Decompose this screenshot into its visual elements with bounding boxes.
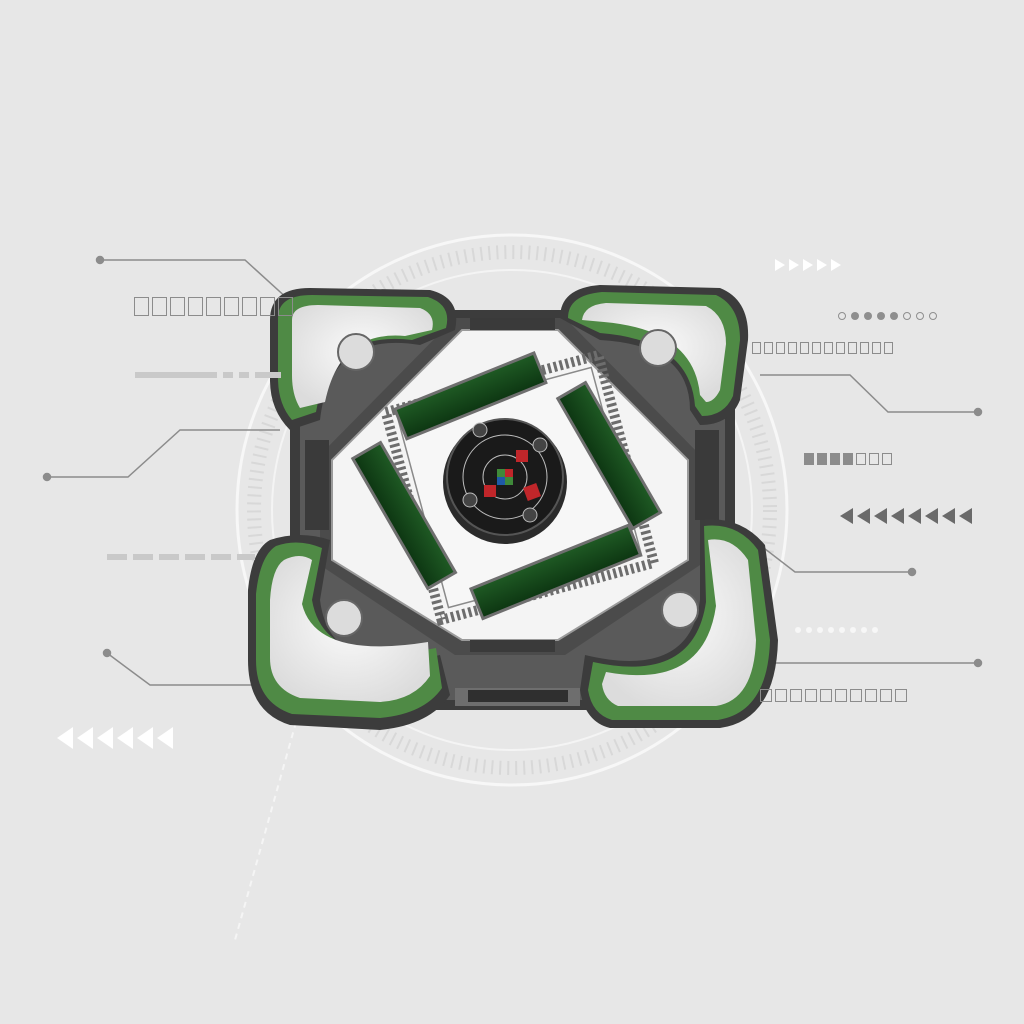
glyph-box bbox=[760, 689, 772, 702]
glyph-box bbox=[872, 342, 881, 354]
corner-pad-se bbox=[580, 519, 778, 728]
chevron-right-icon bbox=[803, 259, 813, 271]
light-beam bbox=[234, 689, 306, 941]
tile-rack-east bbox=[555, 380, 663, 531]
dot bbox=[877, 312, 885, 320]
glyph-box bbox=[790, 689, 802, 702]
dot bbox=[861, 627, 867, 633]
dot-row-top-right bbox=[838, 312, 937, 320]
glyph-box bbox=[776, 342, 785, 354]
glyph-box bbox=[835, 689, 847, 702]
chevron-left-icon bbox=[157, 727, 173, 749]
dot bbox=[851, 312, 859, 320]
background-dial bbox=[235, 233, 789, 787]
glyph-box bbox=[775, 689, 787, 702]
chevron-left-icon bbox=[925, 508, 938, 524]
corner-pad-nw bbox=[270, 288, 457, 430]
callout-lines bbox=[42, 255, 983, 686]
chevron-left-icon bbox=[117, 727, 133, 749]
chevron-left-icon bbox=[908, 508, 921, 524]
glyph-box bbox=[869, 453, 879, 465]
glyph-box bbox=[895, 689, 907, 702]
chevron-left-icon bbox=[97, 727, 113, 749]
glyph-box bbox=[843, 453, 853, 465]
dot bbox=[828, 627, 834, 633]
chevron-right-icon bbox=[789, 259, 799, 271]
dot bbox=[806, 627, 812, 633]
glyph-box bbox=[850, 689, 862, 702]
chevron-left-icon bbox=[874, 508, 887, 524]
tile-rack-north bbox=[392, 351, 548, 441]
dot bbox=[839, 627, 845, 633]
dot-row-mid-right bbox=[795, 627, 878, 633]
chevron-left-icon bbox=[77, 727, 93, 749]
chevron-left-icon bbox=[840, 508, 853, 524]
glyph-box bbox=[848, 342, 857, 354]
arrow-row-top-right bbox=[775, 259, 841, 271]
corner-pad-sw bbox=[248, 535, 450, 730]
glyph-box bbox=[242, 297, 257, 316]
glyph-box bbox=[188, 297, 203, 316]
glyph-box bbox=[206, 297, 221, 316]
glyph-row-left bbox=[134, 297, 293, 316]
dash-bar-left-2 bbox=[107, 554, 255, 560]
glyph-box bbox=[752, 342, 761, 354]
glyph-box bbox=[812, 342, 821, 354]
dot bbox=[817, 627, 823, 633]
tile-rack-south bbox=[468, 523, 643, 621]
glyph-box bbox=[880, 689, 892, 702]
dot bbox=[795, 627, 801, 633]
glyph-row-right-2 bbox=[804, 453, 892, 465]
dot bbox=[916, 312, 924, 320]
glyph-box bbox=[865, 689, 877, 702]
glyph-box bbox=[830, 453, 840, 465]
glyph-box bbox=[804, 453, 814, 465]
dash-bar-left-1 bbox=[135, 372, 281, 378]
chevron-left-icon bbox=[137, 727, 153, 749]
arrow-row-bottom-left bbox=[57, 727, 173, 749]
glyph-box bbox=[764, 342, 773, 354]
chevron-left-icon bbox=[959, 508, 972, 524]
glyph-box bbox=[836, 342, 845, 354]
chevron-left-icon bbox=[891, 508, 904, 524]
glyph-box bbox=[820, 689, 832, 702]
glyph-box bbox=[856, 453, 866, 465]
glyph-box bbox=[152, 297, 167, 316]
glyph-box bbox=[260, 297, 275, 316]
center-dial bbox=[443, 418, 567, 544]
glyph-box bbox=[224, 297, 239, 316]
tile-rack-west bbox=[350, 440, 458, 591]
glyph-box bbox=[800, 342, 809, 354]
chevron-left-icon bbox=[857, 508, 870, 524]
glyph-box bbox=[824, 342, 833, 354]
glyph-box bbox=[788, 342, 797, 354]
dot bbox=[838, 312, 846, 320]
chevron-left-icon bbox=[942, 508, 955, 524]
dot bbox=[929, 312, 937, 320]
glyph-box bbox=[278, 297, 293, 316]
glyph-row-right-3 bbox=[760, 689, 907, 702]
glyph-box bbox=[817, 453, 827, 465]
glyph-box bbox=[170, 297, 185, 316]
dot bbox=[903, 312, 911, 320]
glyph-box bbox=[134, 297, 149, 316]
dot bbox=[890, 312, 898, 320]
chevron-left-icon bbox=[57, 727, 73, 749]
dot bbox=[850, 627, 856, 633]
chevron-right-icon bbox=[775, 259, 785, 271]
chevron-right-icon bbox=[831, 259, 841, 271]
tile-racks bbox=[350, 351, 663, 621]
glyph-box bbox=[882, 453, 892, 465]
corner-pad-ne bbox=[560, 285, 749, 425]
glyph-box bbox=[805, 689, 817, 702]
chevron-right-icon bbox=[817, 259, 827, 271]
dot bbox=[864, 312, 872, 320]
glyph-row-right-1 bbox=[752, 342, 893, 354]
dot bbox=[872, 627, 878, 633]
front-vent bbox=[468, 690, 568, 702]
arrow-row-mid-right bbox=[840, 508, 972, 524]
glyph-box bbox=[884, 342, 893, 354]
glyph-box bbox=[860, 342, 869, 354]
